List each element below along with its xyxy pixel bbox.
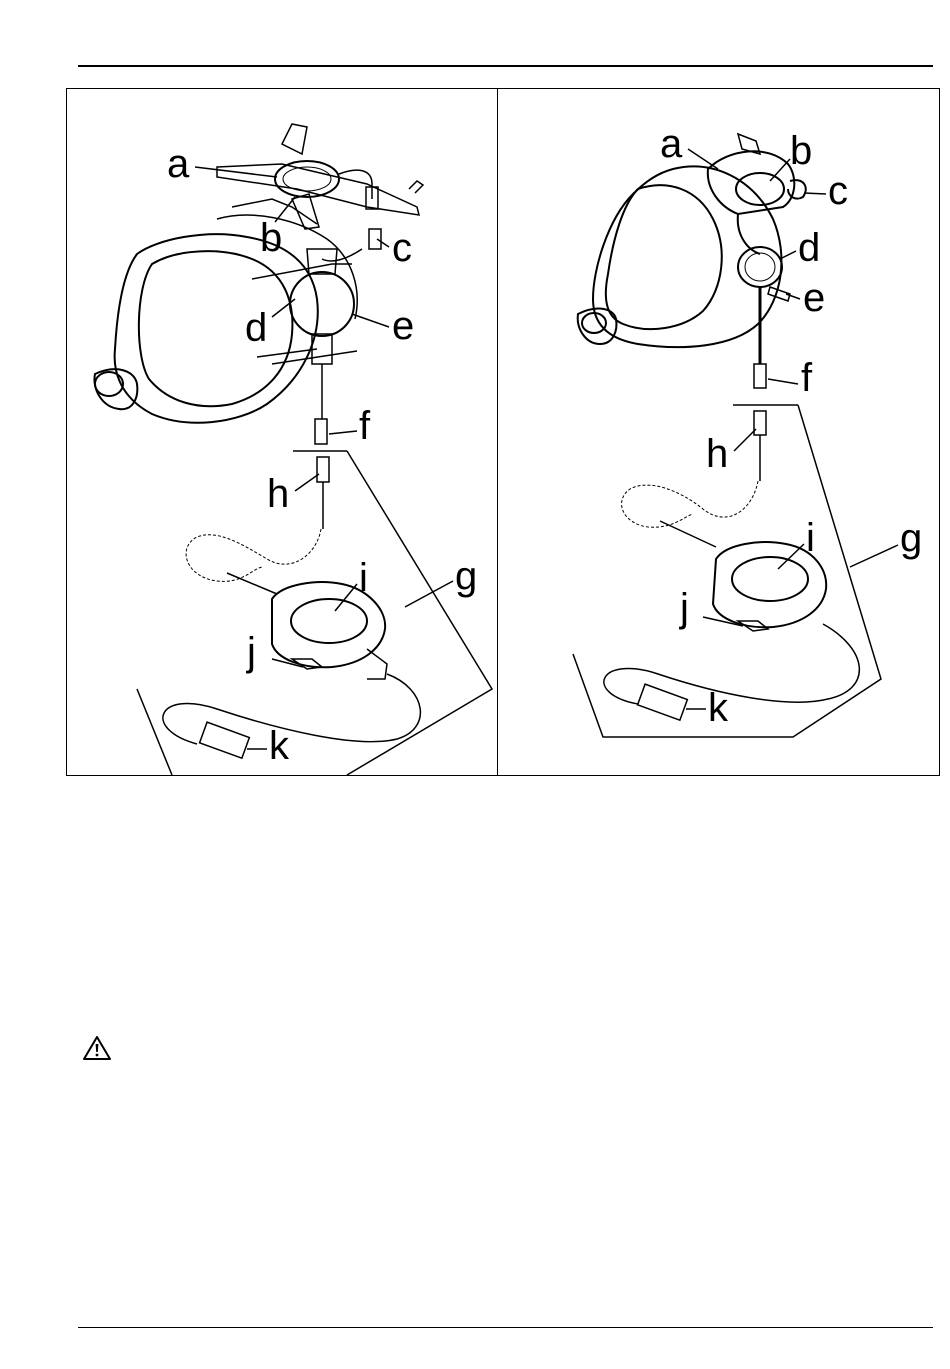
figure-right-panel: a b c d e f g h i j k	[498, 89, 938, 775]
label-h: h	[706, 432, 728, 476]
label-b: b	[790, 129, 812, 173]
label-f: f	[359, 404, 371, 448]
ptt-box-illustration	[163, 582, 421, 758]
label-j: j	[246, 630, 256, 674]
label-b: b	[260, 216, 282, 260]
label-e: e	[803, 276, 825, 320]
label-g: g	[900, 516, 922, 560]
label-k: k	[708, 686, 729, 730]
label-c: c	[392, 226, 412, 270]
header-rule	[78, 65, 933, 67]
footer-rule	[78, 1327, 933, 1328]
label-g: g	[455, 554, 477, 598]
label-j: j	[679, 586, 689, 630]
headband-illustration	[217, 124, 423, 229]
label-d: d	[798, 226, 820, 270]
label-h: h	[267, 472, 289, 516]
label-k: k	[269, 724, 290, 768]
label-f: f	[801, 356, 813, 400]
ptt-box-illustration	[604, 542, 859, 720]
cable-illustration	[137, 229, 492, 775]
label-a: a	[167, 142, 190, 186]
warning-triangle-icon	[82, 1035, 112, 1061]
mask-illustration	[578, 166, 782, 347]
label-c: c	[828, 169, 848, 213]
label-d: d	[245, 306, 267, 350]
label-i: i	[806, 516, 815, 560]
label-i: i	[359, 556, 368, 600]
figure-left-panel: a b c d e f g h i j k	[67, 89, 497, 775]
mask-illustration	[94, 199, 357, 423]
label-e: e	[392, 304, 414, 348]
label-a: a	[660, 122, 683, 166]
